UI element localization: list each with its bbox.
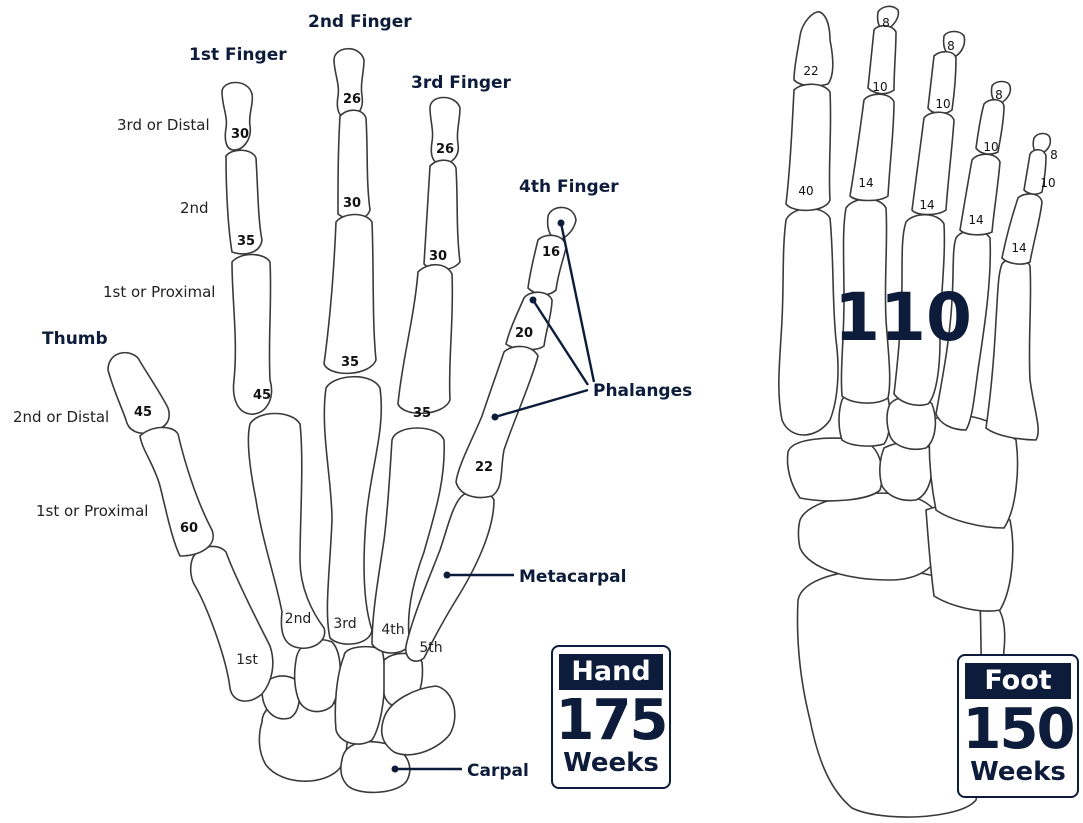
carpal-callout: Carpal xyxy=(392,761,529,781)
finger1-distal-value: 30 xyxy=(231,127,249,142)
segment-label-distal: 3rd or Distal xyxy=(117,116,210,134)
toe3-middle-value: 10 xyxy=(935,97,950,111)
toe5-distal-value: 8 xyxy=(1050,148,1058,162)
foot-badge-value: 150 xyxy=(959,699,1077,761)
finger2-heading: 2nd Finger xyxy=(308,12,412,32)
metacarpal-label-1: 1st xyxy=(236,652,258,668)
finger2-distal-value: 26 xyxy=(343,92,361,107)
carpal-label: Carpal xyxy=(467,761,529,781)
segment-label-middle: 2nd xyxy=(180,199,209,217)
thumb-proximal-value: 60 xyxy=(180,521,198,536)
segment-label-thumb-proximal: 1st or Proximal xyxy=(36,502,148,520)
finger4-distal-value: 16 xyxy=(542,245,560,260)
finger4-heading: 4th Finger xyxy=(519,177,619,197)
metacarpal-label-2: 2nd xyxy=(285,611,312,627)
toe2-distal-value: 8 xyxy=(882,16,890,30)
toe1-proximal-value: 40 xyxy=(798,184,813,198)
hand-badge: Hand 175 Weeks xyxy=(551,645,671,789)
finger2-middle-value: 30 xyxy=(343,196,361,211)
finger1-proximal-value: 45 xyxy=(253,388,271,403)
segment-label-thumb-distal: 2nd or Distal xyxy=(13,408,109,426)
foot-badge: Foot 150 Weeks xyxy=(957,654,1079,798)
toe3-proximal-value: 14 xyxy=(919,198,934,212)
toe4-middle-value: 10 xyxy=(983,140,998,154)
finger4-middle-value: 20 xyxy=(515,326,533,341)
toe5-proximal-value: 14 xyxy=(1011,241,1026,255)
thumb-heading: Thumb xyxy=(42,329,108,349)
metacarpal-label-3: 3rd xyxy=(333,616,356,632)
hand-badge-title: Hand xyxy=(559,654,663,690)
toe4-proximal-value: 14 xyxy=(968,213,983,227)
metatarsal-total-value: 110 xyxy=(834,279,972,356)
segment-label-proximal: 1st or Proximal xyxy=(103,283,215,301)
foot-badge-title: Foot xyxy=(965,663,1071,699)
finger1-heading: 1st Finger xyxy=(189,45,287,65)
finger3-proximal-value: 35 xyxy=(413,406,431,421)
hand-skeleton: 45 60 30 35 45 26 30 35 26 30 35 16 20 2… xyxy=(108,49,576,793)
metacarpal-label-4: 4th xyxy=(381,622,404,638)
finger4-proximal-value: 22 xyxy=(475,460,493,475)
toe1-distal-value: 22 xyxy=(803,64,818,78)
finger3-distal-value: 26 xyxy=(436,142,454,157)
finger2-proximal-value: 35 xyxy=(341,355,359,370)
finger1-middle-value: 35 xyxy=(237,234,255,249)
toe5-middle-value: 10 xyxy=(1040,176,1055,190)
metacarpal-label-5: 5th xyxy=(419,640,442,656)
hand-badge-unit: Weeks xyxy=(553,752,669,774)
foot-badge-unit: Weeks xyxy=(959,761,1077,783)
finger3-heading: 3rd Finger xyxy=(411,73,512,93)
phalanges-label: Phalanges xyxy=(593,381,692,401)
toe3-distal-value: 8 xyxy=(947,39,955,53)
finger3-middle-value: 30 xyxy=(429,249,447,264)
toe4-distal-value: 8 xyxy=(995,88,1003,102)
metacarpal-label: Metacarpal xyxy=(519,567,626,587)
toe2-middle-value: 10 xyxy=(872,80,887,94)
thumb-distal-value: 45 xyxy=(134,405,152,420)
hand-badge-value: 175 xyxy=(553,690,669,752)
toe2-proximal-value: 14 xyxy=(858,176,873,190)
